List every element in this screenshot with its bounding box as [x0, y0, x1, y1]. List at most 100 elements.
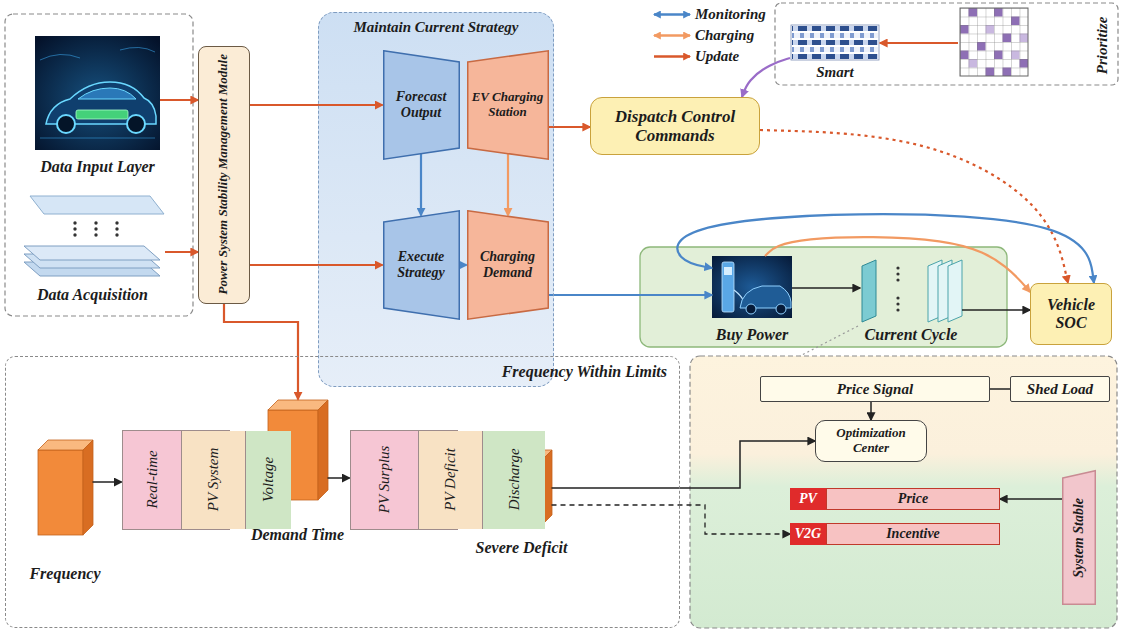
car-illustration — [35, 36, 160, 150]
charging-illustration — [722, 262, 734, 312]
column-block: PV SurplusPV DeficitDischarge — [350, 430, 458, 530]
cycle-illustration — [896, 308, 899, 311]
connector — [328, 477, 350, 479]
column-cell: Voltage — [246, 431, 291, 529]
tag-row: PVPrice — [790, 488, 1000, 510]
legend-text: Monitoring — [650, 4, 774, 25]
data-sheets-illustration — [94, 227, 97, 230]
data-sheets-illustration — [115, 221, 118, 224]
connector — [760, 130, 1068, 283]
label-text: Dispatch Control Commands — [598, 107, 753, 145]
label-text: Severe Deficit — [476, 539, 568, 557]
image-node: Prioritize — [958, 8, 1114, 82]
cycle-illustration — [896, 278, 899, 281]
legend-sample — [654, 15, 690, 57]
image-node: Buy Power — [712, 256, 792, 318]
shape-outline — [383, 50, 459, 159]
smart-illustration — [792, 33, 878, 38]
cube-shape — [318, 400, 328, 500]
connector — [224, 304, 298, 400]
smart-illustration — [792, 40, 878, 45]
connector — [765, 237, 1030, 292]
cube-node: Frequency — [38, 440, 93, 535]
label-text: Vehicle SOC — [1038, 296, 1105, 332]
car-illustration — [78, 88, 136, 99]
priority-grid — [960, 8, 1028, 76]
connector — [165, 251, 198, 253]
group-frame — [318, 12, 554, 387]
label-text: Power System Stability Management Module — [216, 54, 231, 295]
group-frame — [5, 14, 193, 316]
label-text: Optimization Center — [822, 426, 920, 455]
label-text: Maintain Current Strategy — [319, 13, 553, 36]
label-text: Demand Time — [251, 526, 344, 544]
label-text: Voltage — [260, 457, 277, 502]
label-text: Frequency Within Limits — [6, 357, 679, 381]
label-text: Discharge — [505, 448, 522, 510]
connector — [880, 42, 958, 44]
label-text: Smart — [816, 64, 854, 81]
data-sheets-illustration — [24, 246, 160, 260]
connector — [677, 214, 1094, 283]
process-box: Optimization Center — [815, 420, 927, 462]
tag-row: V2GIncentive — [790, 523, 1000, 545]
cycle-illustration — [862, 260, 962, 322]
trapezoid-block: Execute Strategy — [383, 210, 460, 320]
connector — [93, 481, 122, 483]
data-sheets-illustration — [73, 233, 76, 236]
process-box: Vehicle SOC — [1030, 283, 1112, 345]
charging-illustration — [724, 267, 732, 275]
label-text: Incentive — [826, 523, 1000, 545]
cycle-illustration — [896, 302, 899, 305]
car-illustration — [57, 115, 75, 133]
label-text: PV Surplus — [376, 446, 393, 514]
label-text: Shed Load — [1027, 381, 1093, 398]
legend-sample — [654, 34, 690, 37]
column-cell: PV Surplus — [351, 431, 420, 529]
label-text: Price Signal — [837, 381, 913, 398]
data-sheets-illustration — [73, 227, 76, 230]
connector — [460, 264, 467, 266]
process-box: Shed Load — [1010, 376, 1110, 402]
label-text: Current Cycle — [865, 326, 958, 344]
charging-illustration — [712, 256, 792, 318]
connector — [742, 58, 790, 97]
image-node: Data Input Layer — [35, 36, 160, 150]
label-text: Forecast Output — [387, 89, 456, 120]
connector — [552, 505, 791, 534]
cube-shape — [38, 400, 552, 535]
image-node: Data Acquisition — [20, 194, 165, 276]
connector — [549, 294, 713, 296]
label-text: V2G — [790, 523, 826, 545]
group-frame — [800, 326, 858, 356]
label-text: System Stable — [1071, 497, 1087, 577]
smart-illustration — [791, 25, 879, 60]
data-sheets-illustration — [115, 227, 118, 230]
column-block: Real-timePV SystemVoltage — [122, 430, 230, 530]
priority-grid — [960, 8, 1028, 76]
label-text: PV — [790, 488, 826, 510]
label-text: Charging Demand — [471, 249, 545, 280]
shape-outline — [467, 210, 548, 319]
data-sheets-illustration — [94, 233, 97, 236]
connector — [420, 154, 422, 216]
legend-sample — [654, 13, 690, 16]
label-text: EV Charging Station — [471, 90, 545, 119]
car-illustration — [40, 54, 80, 60]
group-region: Frequency Within LimitsFrequency Real-tim… — [5, 356, 680, 628]
image-node: Smart — [790, 24, 880, 62]
group-frame — [5, 3, 1118, 628]
column-cell: Discharge — [483, 431, 545, 529]
label-text: Real-time — [143, 450, 160, 508]
trapezoid-block: Forecast Output — [383, 50, 460, 160]
group-frame — [775, 3, 1118, 85]
column-cell: PV System — [182, 431, 246, 529]
smart-illustration — [792, 47, 878, 52]
data-sheets-illustration — [94, 221, 97, 224]
shape-outline — [467, 50, 548, 159]
smart-illustration — [791, 25, 879, 60]
label-text: Execute Strategy — [387, 249, 456, 280]
cycle-illustration — [896, 296, 899, 299]
process-box: Dispatch Control Commands — [590, 97, 760, 155]
